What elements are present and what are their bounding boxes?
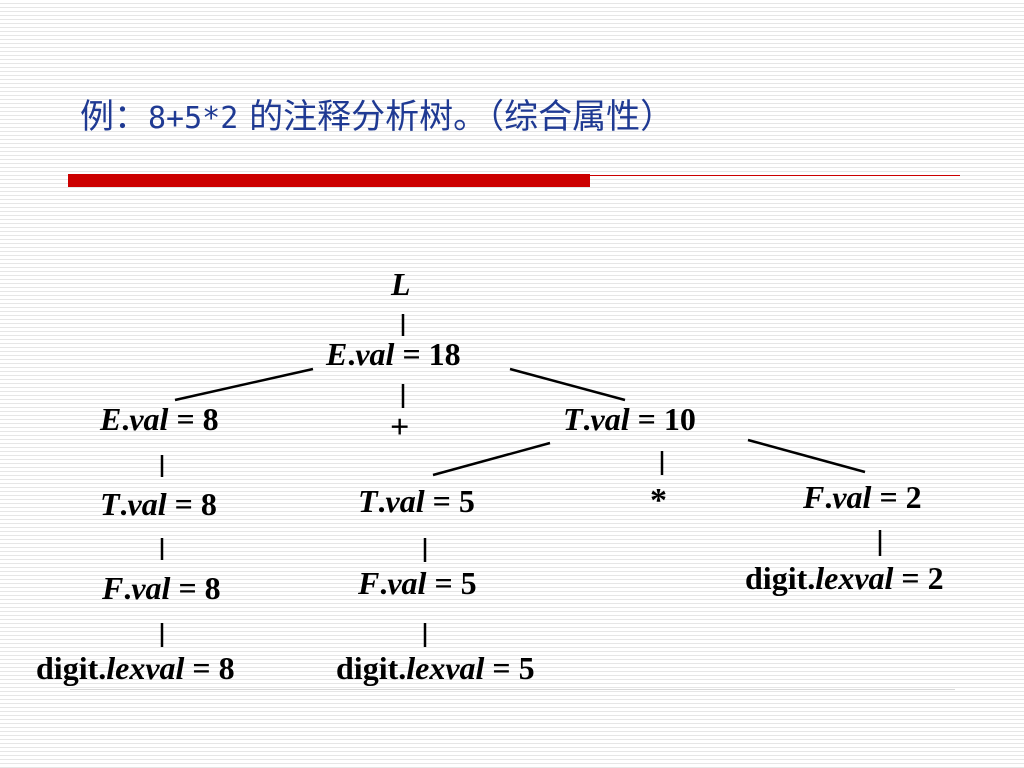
edge-E-E8 [174,367,314,402]
title-prefix: 例： [80,97,148,137]
node-E-root: E.val = 18 [326,336,461,372]
node-digit-right: digit.lexval = 2 [745,560,944,596]
node-T-left: T.val = 8 [100,486,217,522]
edge-E-T10 [509,367,626,402]
node-T-mid: T.val = 5 [358,483,475,519]
title-underline-red-bar [68,174,590,187]
title-suffix: 的注释分析树。（综合属性） [238,97,675,137]
node-digit-mid: digit.lexval = 5 [336,650,535,686]
node-F-mid: F.val = 5 [358,565,477,601]
node-E-left: E.val = 8 [100,401,219,437]
bottom-rule [70,689,955,690]
edge-T10-T5 [432,441,551,477]
node-T-right: T.val = 10 [563,401,696,437]
node-F-right: F.val = 2 [803,479,922,515]
node-digit-left: digit.lexval = 8 [36,650,235,686]
node-L: L [391,266,411,302]
slide-title: 例：8+5*2 的注释分析树。（综合属性） [80,100,674,134]
title-expression: 8+5*2 [148,101,239,136]
title-underline-thin-line [590,175,960,176]
edge-T10-F2 [747,438,866,474]
node-star: * [650,482,667,519]
node-F-left: F.val = 8 [102,570,221,606]
node-plus: + [390,409,410,446]
